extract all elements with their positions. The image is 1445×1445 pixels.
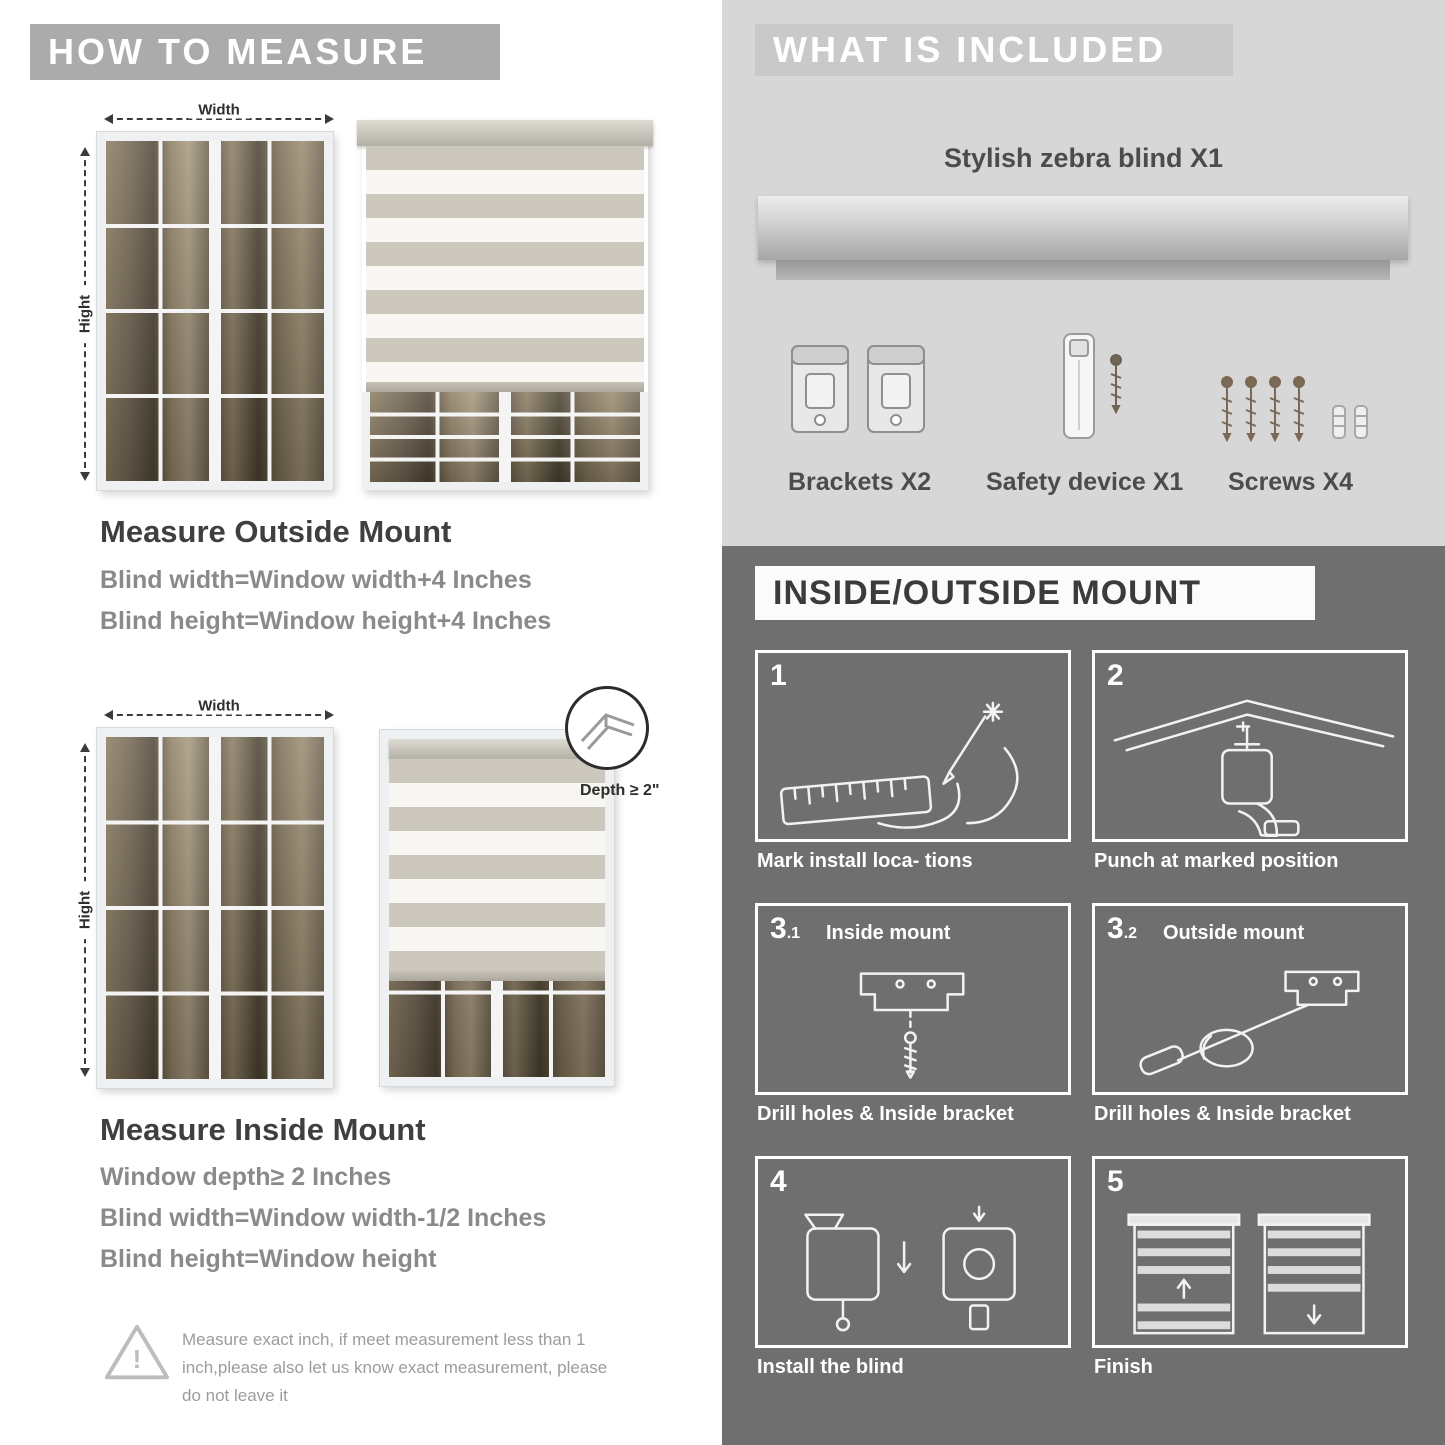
product-label: Stylish zebra blind X1 bbox=[943, 143, 1224, 173]
outside-mount-title: Measure Outside Mount bbox=[100, 514, 452, 549]
step-caption-5: Finish bbox=[1094, 1356, 1153, 1378]
step-title: Inside mount bbox=[826, 922, 951, 944]
step-caption-2: Punch at marked position bbox=[1094, 850, 1339, 872]
window-panes bbox=[106, 737, 324, 1079]
outside-formula-width: Blind width=Window width+4 Inches bbox=[100, 566, 532, 594]
step-panel-3-2: 3.2 Outside mount bbox=[1092, 903, 1408, 1095]
blind-bottom-rail bbox=[389, 971, 605, 981]
step-number: 4 bbox=[770, 1165, 787, 1198]
headrail-illustration bbox=[758, 196, 1408, 260]
outside-blind-illustration bbox=[357, 120, 653, 490]
brackets-icon bbox=[791, 345, 925, 433]
inside-bracket-art bbox=[758, 958, 1068, 1088]
inside-width-arrow: Width bbox=[104, 697, 334, 720]
depth-label: Depth ≥ 2" bbox=[580, 782, 660, 799]
outside-window-illustration bbox=[96, 131, 334, 491]
outside-formula-height: Blind height=Window height+4 Inches bbox=[100, 607, 552, 635]
step-panel-1: 1 bbox=[755, 650, 1071, 842]
step-number: 5 bbox=[1107, 1165, 1124, 1198]
mark-locations-art bbox=[758, 689, 1068, 837]
warning-text: Measure exact inch, if meet measurement … bbox=[182, 1330, 608, 1406]
what-is-included-header: WHAT IS INCLUDED bbox=[755, 24, 1233, 76]
inside-mount-title: Measure Inside Mount bbox=[100, 1112, 426, 1147]
mount-guide-title: INSIDE/OUTSIDE MOUNT bbox=[773, 573, 1202, 612]
step-caption-1: Mark install loca- tions bbox=[757, 850, 973, 872]
step-number: 3.2 bbox=[1107, 912, 1138, 945]
blind-stripes bbox=[366, 146, 644, 382]
screws-label: Screws X4 bbox=[1228, 468, 1354, 496]
blind-bottom-rail bbox=[366, 382, 644, 392]
step-panel-3-1: 3.1 Inside mount bbox=[755, 903, 1071, 1095]
safety-device-icon bbox=[1063, 333, 1122, 439]
headrail-lip bbox=[776, 260, 1390, 280]
safety-device-label: Safety device X1 bbox=[986, 468, 1184, 496]
depth-corner-art bbox=[580, 713, 635, 751]
step-number: 3.1 bbox=[770, 912, 801, 945]
outside-bracket-art bbox=[1095, 958, 1405, 1088]
how-to-measure-header: HOW TO MEASURE bbox=[30, 24, 500, 80]
step-number: 1 bbox=[770, 659, 787, 692]
window-panes bbox=[370, 392, 640, 482]
inside-formula-width: Blind width=Window width-1/2 Inches bbox=[100, 1204, 547, 1232]
inside-formula-depth: Window depth≥ 2 Inches bbox=[100, 1163, 392, 1191]
install-blind-art bbox=[758, 1195, 1068, 1343]
step-title: Outside mount bbox=[1163, 922, 1305, 944]
finish-art bbox=[1095, 1195, 1405, 1343]
window-bottom bbox=[362, 392, 648, 490]
step-panel-4: 4 bbox=[755, 1156, 1071, 1348]
blind-stripes bbox=[389, 759, 605, 971]
step-caption-3-1: Drill holes & Inside bracket bbox=[757, 1103, 1014, 1125]
step-panel-5: 5 bbox=[1092, 1156, 1408, 1348]
outside-width-label: Width bbox=[188, 101, 250, 119]
warning-exclamation: ! bbox=[132, 1344, 142, 1374]
step-number: 2 bbox=[1107, 659, 1124, 692]
inside-height-label: Hight bbox=[76, 880, 94, 940]
mount-guide-header: INSIDE/OUTSIDE MOUNT bbox=[755, 566, 1315, 620]
how-to-measure-title: HOW TO MEASURE bbox=[48, 31, 428, 72]
inside-height-arrow: Hight bbox=[76, 743, 94, 1077]
outside-height-label: Hight bbox=[76, 284, 94, 344]
brackets-label: Brackets X2 bbox=[788, 468, 932, 496]
drill-art bbox=[1095, 689, 1405, 837]
blind-cassette bbox=[389, 739, 605, 759]
screws-icon bbox=[1221, 376, 1368, 443]
window-panes bbox=[106, 141, 324, 481]
depth-callout-circle bbox=[565, 686, 649, 770]
warning-icon: ! bbox=[103, 1320, 171, 1384]
inside-formula-height: Blind height=Window height bbox=[100, 1245, 437, 1273]
step-caption-4: Install the blind bbox=[757, 1356, 904, 1378]
inside-width-label: Width bbox=[188, 697, 250, 715]
blind-cassette bbox=[357, 120, 653, 146]
step-caption-3-2: Drill holes & Inside bracket bbox=[1094, 1103, 1351, 1125]
step-panel-2: 2 bbox=[1092, 650, 1408, 842]
what-is-included-title: WHAT IS INCLUDED bbox=[773, 29, 1167, 70]
inside-window-illustration bbox=[96, 727, 334, 1089]
outside-width-arrow: Width bbox=[104, 101, 334, 124]
outside-height-arrow: Hight bbox=[76, 147, 94, 481]
inside-blind-illustration bbox=[379, 729, 615, 1087]
